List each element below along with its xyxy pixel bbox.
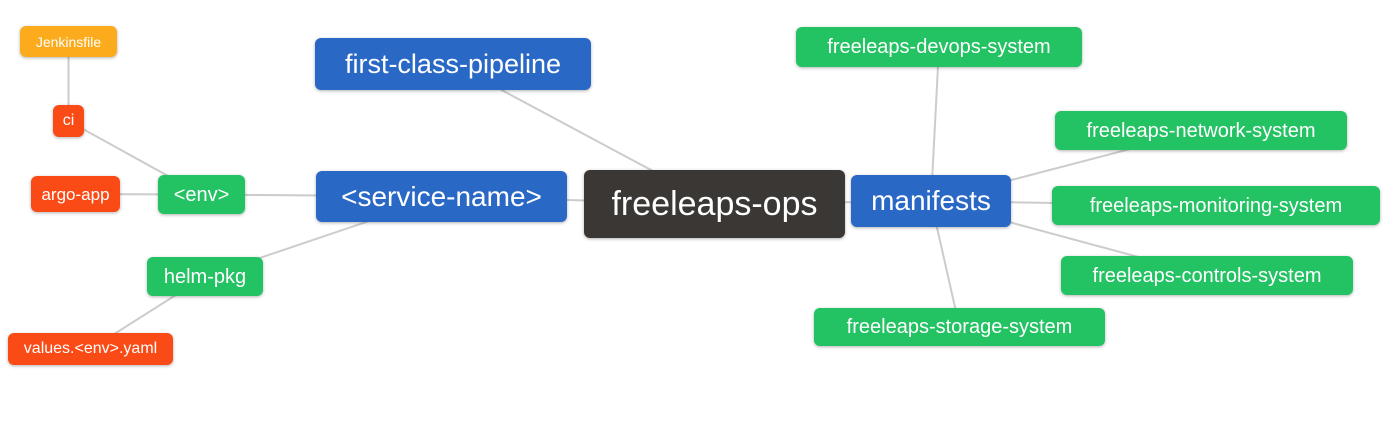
node-label: <service-name> [341, 180, 542, 212]
node-freeleaps-controls-system[interactable]: freeleaps-controls-system [1061, 256, 1353, 295]
node-ci[interactable]: ci [53, 105, 84, 137]
node-label: ci [62, 112, 75, 129]
node-label: values.<env>.yaml [23, 340, 158, 357]
node-label: helm-pkg [163, 265, 247, 288]
node-freeleaps-devops-system[interactable]: freeleaps-devops-system [796, 27, 1082, 67]
node-freeleaps-monitoring-system[interactable]: freeleaps-monitoring-system [1052, 186, 1380, 225]
node-label: first-class-pipeline [344, 48, 562, 79]
node-label: freeleaps-devops-system [827, 36, 1051, 58]
node-label: freeleaps-controls-system [1092, 264, 1322, 287]
node-label: freeleaps-ops [611, 185, 818, 223]
node-label: manifests [871, 185, 991, 216]
node-label: freeleaps-monitoring-system [1089, 194, 1343, 217]
node-label: freeleaps-storage-system [846, 316, 1073, 338]
node-freeleaps-ops[interactable]: freeleaps-ops [584, 170, 845, 238]
node-label: <env> [173, 183, 230, 206]
node-argo-app[interactable]: argo-app [31, 176, 120, 212]
node-label: Jenkinsfile [35, 33, 102, 50]
node-label: argo-app [41, 184, 110, 204]
node-first-class-pipeline[interactable]: first-class-pipeline [315, 38, 591, 90]
node-values-env-yaml[interactable]: values.<env>.yaml [8, 333, 173, 365]
node-service-name[interactable]: <service-name> [316, 171, 567, 222]
node-jenkinsfile[interactable]: Jenkinsfile [20, 26, 117, 57]
node-freeleaps-network-system[interactable]: freeleaps-network-system [1055, 111, 1347, 150]
node-label: freeleaps-network-system [1086, 119, 1316, 142]
node-freeleaps-storage-system[interactable]: freeleaps-storage-system [814, 308, 1105, 346]
node-manifests[interactable]: manifests [851, 175, 1011, 227]
node-env[interactable]: <env> [158, 175, 245, 214]
node-helm-pkg[interactable]: helm-pkg [147, 257, 263, 296]
